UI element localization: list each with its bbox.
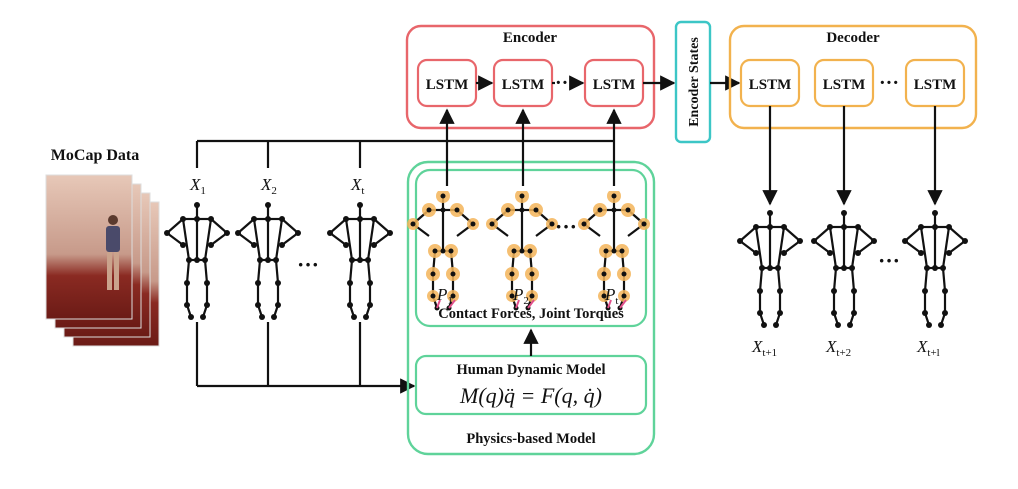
- dynamic-equation: M(q)q̈ = F(q, q̇): [459, 383, 602, 408]
- input-var-2: X2: [260, 175, 277, 197]
- encoder-lstm-1-label: LSTM: [426, 77, 469, 93]
- input-var-1: X1: [189, 175, 206, 197]
- physics-model-box: [406, 160, 656, 456]
- decoder-lstm-2-label: LSTM: [823, 77, 866, 93]
- dynamic-model-title: Human Dynamic Model: [456, 362, 605, 378]
- input-skeleton-t: [325, 200, 395, 322]
- forces-label: Contact Forces, Joint Torques: [438, 306, 624, 322]
- encoder-lstm-3-label: LSTM: [593, 77, 636, 93]
- physics-skeletons-box: [414, 168, 648, 328]
- decoder-output-arrows: [762, 106, 943, 206]
- input-top-bus: [195, 139, 614, 168]
- output-skeleton-l: [900, 208, 970, 330]
- input-skeleton-1: [162, 200, 232, 322]
- decoder-lstm-3-label: LSTM: [914, 77, 957, 93]
- physics-var-2: P2: [512, 285, 529, 307]
- output-skeleton-1: [735, 208, 805, 330]
- input-var-t: Xt: [350, 175, 364, 197]
- decoder-title: Decoder: [826, 30, 880, 46]
- output-skeletons: [735, 208, 970, 330]
- physics-var-1: P1: [436, 285, 453, 307]
- mocap-title: MoCap Data: [51, 147, 139, 164]
- encoder-title: Encoder: [503, 30, 558, 46]
- output-var-2: Xt+2: [825, 337, 851, 359]
- encoder-cells: LSTM LSTM LSTM: [416, 58, 645, 108]
- physics-model-title: Physics-based Model: [466, 431, 595, 447]
- output-var-l: Xt+l: [916, 337, 940, 359]
- encoder-box: [405, 24, 656, 130]
- output-ellipsis: ···: [878, 248, 900, 273]
- person-photo-icon: [106, 215, 120, 290]
- physics-var-t: Pt: [604, 285, 618, 307]
- encoder-lstm-2-label: LSTM: [502, 77, 545, 93]
- decoder-ellipsis: ···: [879, 72, 899, 94]
- encoder-states-label: Encoder States: [687, 37, 702, 127]
- output-var-1: Xt+1: [751, 337, 777, 359]
- physics-ellipsis: ···: [555, 214, 577, 239]
- input-bottom-bus: [195, 322, 416, 394]
- input-skeletons: [162, 200, 395, 322]
- decoder-lstm-1-label: LSTM: [749, 77, 792, 93]
- decoder-cells: LSTM LSTM LSTM: [739, 58, 966, 108]
- encoder-ellipsis: ···: [555, 72, 575, 94]
- mocap-photo-stack: [45, 174, 160, 347]
- input-ellipsis: ···: [297, 252, 319, 277]
- input-skeleton-2: [233, 200, 303, 322]
- physics-to-encoder-arrows: [439, 108, 622, 186]
- decoder-box: [728, 24, 978, 130]
- output-skeleton-2: [809, 208, 879, 330]
